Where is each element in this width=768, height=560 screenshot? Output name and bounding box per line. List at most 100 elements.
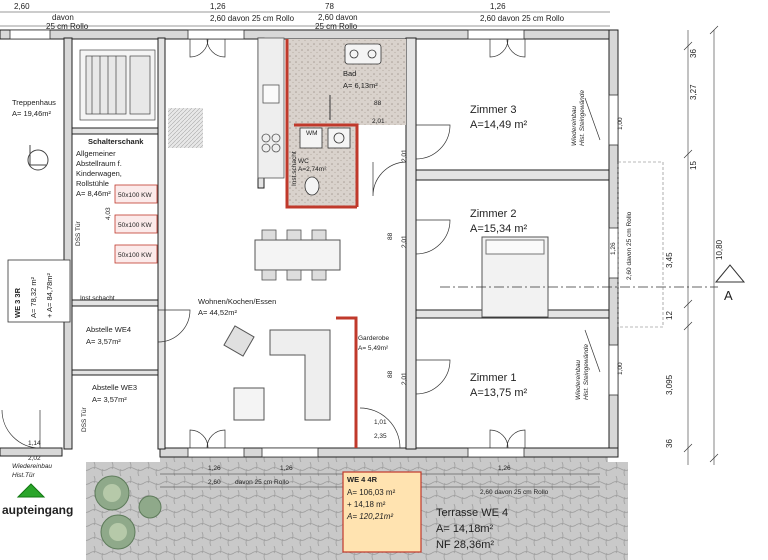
dim-b260a: 2,60 bbox=[208, 479, 221, 486]
sofa bbox=[269, 329, 331, 421]
wiedereinbau-tuer-l2: Hist.Tür bbox=[12, 472, 36, 479]
schaltschrank-l1: Allgemeiner bbox=[76, 149, 116, 158]
dim-b2: 2,60 davon 25 cm Rollo bbox=[210, 14, 295, 23]
dim-total: 10,80 bbox=[715, 239, 724, 260]
chair-icons bbox=[261, 229, 327, 281]
schaltschrank-title: Schalterschank bbox=[88, 137, 144, 146]
dim-r4: 3,45 bbox=[665, 252, 674, 268]
section-label: A bbox=[724, 288, 733, 303]
terrasse-name: Terrasse WE 4 bbox=[436, 507, 508, 519]
dim-r1: 36 bbox=[689, 49, 698, 58]
dim-b126b: 1,26 bbox=[498, 465, 511, 472]
dim-114: 1,14 bbox=[28, 440, 41, 447]
schaltschrank-l2: Abstellraum f. bbox=[76, 159, 122, 168]
room-bad-area: A= 6,13m² bbox=[343, 81, 378, 90]
entrance-label: aupteingang bbox=[2, 503, 73, 517]
dim-z2-88: 88 bbox=[387, 232, 394, 240]
room-zimmer2-area: A=15,34 m² bbox=[470, 223, 528, 235]
door-swings bbox=[1, 38, 601, 449]
plant-icon bbox=[94, 475, 162, 550]
room-bad-name: Bad bbox=[343, 69, 356, 78]
dim-d1: 1,26 bbox=[490, 2, 506, 11]
dimension-lines-right bbox=[683, 25, 719, 465]
sink-icon bbox=[262, 84, 280, 104]
room-zimmer1-name: Zimmer 1 bbox=[470, 372, 516, 384]
entrance-arrow-icon[interactable] bbox=[16, 483, 46, 498]
dim-a3: 25 cm Rollo bbox=[46, 22, 89, 31]
inst-schacht-label: Inst.schacht bbox=[80, 295, 115, 302]
dim-z2-260: 2,60 davon 25 cm Rollo bbox=[626, 211, 633, 280]
dim-c3: 25 cm Rollo bbox=[315, 22, 358, 31]
dim-r3: 15 bbox=[689, 161, 698, 170]
room-treppenhaus-area: A= 19,46m² bbox=[12, 109, 51, 118]
room-abstelle-we3-area: A= 3,57m² bbox=[92, 395, 127, 404]
dim-b1: 1,26 bbox=[210, 2, 226, 11]
schaltschrank-l3: Kinderwagen, bbox=[76, 169, 122, 178]
inst-schacht-label-2: Inst.schacht bbox=[291, 151, 298, 186]
dim-r7: 36 bbox=[665, 439, 674, 448]
dim-a2: davon bbox=[52, 13, 74, 22]
wiedereinbau-wand-a-l1: Wiedereinbau bbox=[571, 106, 578, 146]
we4-l2: + 14,18 m² bbox=[347, 500, 386, 509]
pillow bbox=[485, 239, 545, 255]
we3-box bbox=[7, 259, 71, 323]
wet-room-walls bbox=[285, 39, 359, 209]
room-wc-area: A=2,74m² bbox=[298, 166, 327, 173]
terrace-paving-right bbox=[608, 462, 628, 560]
stove-icon bbox=[261, 133, 281, 153]
room-wc-name: WC bbox=[298, 158, 309, 165]
dim-b126-mid: 1,26 bbox=[280, 465, 293, 472]
dim-r6: 3,095 bbox=[665, 374, 674, 395]
room-zimmer3-area: A=14,49 m² bbox=[470, 119, 528, 131]
dim-c1: 78 bbox=[325, 2, 334, 11]
armchair bbox=[223, 325, 255, 357]
section-marker-icon[interactable] bbox=[714, 264, 746, 283]
hatch-column bbox=[168, 108, 203, 148]
staircase bbox=[79, 49, 156, 121]
terrasse-area: A= 14,18m² bbox=[436, 523, 494, 535]
room-treppenhaus-name: Treppenhaus bbox=[12, 98, 56, 107]
box-label-2: 50x100 KW bbox=[118, 222, 152, 229]
we3-line2: A= 78,32 m² bbox=[29, 276, 38, 318]
dim-r2: 3,27 bbox=[689, 84, 698, 100]
dimension-lines-top bbox=[0, 11, 610, 27]
room-abstelle-we3-name: Abstelle WE3 bbox=[92, 383, 137, 392]
wiedereinbau-wand-b-l1: Wiedereinbau bbox=[575, 360, 582, 400]
dim-d2: 2,60 davon 25 cm Rollo bbox=[480, 14, 565, 23]
dim-z1-100: 1,00 bbox=[617, 362, 624, 375]
storage-boxes bbox=[114, 184, 158, 264]
wiedereinbau-wand-a-l2: Hist. Steingewände bbox=[579, 90, 586, 146]
dim-z3-100: 1,00 bbox=[617, 117, 624, 130]
windows-bottom bbox=[187, 447, 525, 458]
room-zimmer1-area: A=13,75 m² bbox=[470, 387, 528, 399]
we3-line1: WE 3 3R bbox=[13, 287, 22, 318]
garderobe-wall bbox=[336, 316, 358, 448]
wiedereinbau-wand-b-l2: Hist. Steingewände bbox=[583, 344, 590, 400]
room-wm: WM bbox=[306, 130, 318, 137]
windows-right bbox=[608, 94, 619, 396]
dim-bad-88: 88 bbox=[374, 100, 382, 107]
dim-b260b: 2,60 davon 25 cm Rollo bbox=[480, 489, 549, 496]
room-abstelle-we4-name: Abstelle WE4 bbox=[86, 325, 131, 334]
dim-z1-201: 2,01 bbox=[401, 372, 408, 385]
we4-box bbox=[342, 471, 422, 553]
dim-z2-126: 1,26 bbox=[610, 242, 617, 255]
dim-r5: 12 bbox=[665, 311, 674, 320]
dim-z3-201: 2,01 bbox=[401, 149, 408, 162]
room-zimmer2-name: Zimmer 2 bbox=[470, 208, 516, 220]
dim-101: 1,01 bbox=[374, 419, 387, 426]
kitchen-counter bbox=[257, 37, 285, 179]
dss-tuer-1: DSS Tür bbox=[75, 220, 82, 246]
dss-tuer-2: DSS Tür bbox=[81, 406, 88, 432]
coffee-table bbox=[233, 387, 265, 421]
room-wohnen-name: Wohnen/Kochen/Essen bbox=[198, 297, 276, 306]
room-garderobe-name: Garderobe bbox=[358, 335, 389, 342]
windows-top bbox=[9, 29, 525, 40]
bath-fixtures bbox=[299, 43, 382, 196]
we4-l3: A= 120,21m² bbox=[346, 512, 393, 521]
dim-202: 2,02 bbox=[28, 455, 41, 462]
dim-z2-201: 2,01 bbox=[401, 235, 408, 248]
room-wohnen-area: A= 44,52m² bbox=[198, 308, 237, 317]
dim-bad-201: 2,01 bbox=[372, 118, 385, 125]
